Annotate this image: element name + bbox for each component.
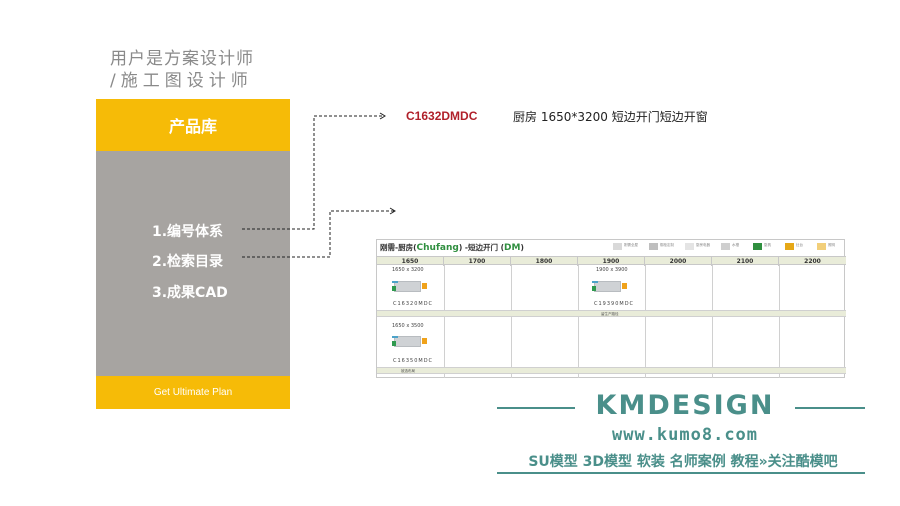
menu-item-cad-results[interactable]: 3.成果CAD: [152, 285, 228, 301]
brand-tagline: SU模型 3D模型 软装 名师案例 教程»关注酷模吧: [528, 454, 838, 470]
kitchen-plan-thumbnail[interactable]: [392, 278, 428, 294]
brand-url[interactable]: www.kumo8.com: [611, 425, 759, 445]
kitchen-plan-thumbnail[interactable]: [592, 278, 628, 294]
brand-logo: KMDESIGN: [595, 390, 775, 421]
get-ultimate-plan-button[interactable]: Get Ultimate Plan: [96, 376, 290, 409]
column-header: 1650: [377, 257, 444, 266]
cell-size-label: 1650 x 3200: [392, 267, 424, 273]
column-header: 1900: [578, 257, 645, 266]
sheet-column-header: 1650 1700 1800 1900 2000 2100 2200: [377, 256, 846, 266]
column-header: 2200: [804, 258, 821, 265]
subtitle-line-2: /施工图设计师: [110, 71, 253, 91]
column-header: 2100: [712, 257, 779, 266]
cell-code-label: C16320MDC: [393, 301, 434, 307]
menu-item-numbering-system[interactable]: 1.编号体系: [152, 224, 224, 240]
cell-size-label: 1900 x 3900: [596, 267, 628, 273]
product-library-panel: 产品库 Get Ultimate Plan 1.编号体系 2.检索目录 3.成果…: [96, 99, 290, 409]
sheet-title-code: DM: [504, 243, 521, 253]
sheet-title-mid: ) -短边开门 (: [458, 243, 505, 252]
column-header: 1700: [444, 257, 511, 266]
panel-body: [96, 151, 290, 376]
row-band: 留生产路径: [377, 310, 846, 317]
brand-rule-left: [497, 407, 575, 409]
grid-line: [511, 265, 512, 378]
brand-tagline-underline: [497, 472, 865, 474]
sheet-title-main: 刚需-厨房(: [380, 243, 417, 252]
connector-numbering-to-code: [242, 115, 384, 230]
cell-code-label: C19390MDC: [594, 301, 635, 307]
sheet-title: 刚需-厨房(Chufang) -短边开门 (DM): [380, 242, 524, 253]
arrowhead-code: [379, 112, 386, 120]
grid-line: [712, 265, 713, 378]
menu-item-search-catalog[interactable]: 2.检索目录: [152, 254, 224, 270]
panel-header: 产品库: [96, 99, 290, 151]
arrowhead-sheet: [389, 207, 396, 215]
sheet-title-end: ): [520, 243, 524, 252]
kitchen-plan-thumbnail[interactable]: [392, 333, 428, 349]
sheet-title-latin: Chufang: [416, 243, 459, 253]
band-note: 留生产路径: [601, 312, 619, 316]
band-note: 被选布局: [401, 369, 415, 373]
product-description: 厨房 1650*3200 短边开门短边开窗: [513, 110, 708, 124]
grid-line: [779, 265, 780, 378]
subtitle-line-1: 用户是方案设计师: [110, 49, 254, 69]
row-band: 被选布局: [377, 367, 846, 374]
catalog-sheet-preview: 刚需-厨房(Chufang) -短边开门 (DM) 刚需全屋 橱柜定制 厨房电器…: [376, 239, 846, 378]
grid-line: [444, 265, 445, 378]
cell-size-label: 1650 x 3500: [392, 323, 424, 329]
product-code: C1632DMDC: [406, 109, 478, 123]
grid-line: [645, 265, 646, 378]
connector-search-to-sheet: [242, 210, 394, 258]
cell-code-label: C16350MDC: [393, 358, 434, 364]
grid-line: [578, 265, 579, 378]
brand-rule-right: [795, 407, 865, 409]
column-header: 2000: [645, 257, 712, 266]
column-header: 1800: [511, 257, 578, 266]
